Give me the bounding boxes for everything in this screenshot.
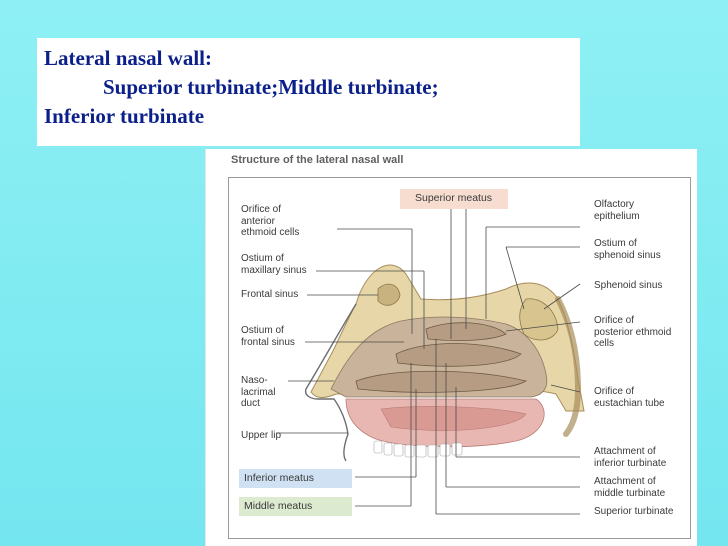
middle-meatus-box: Middle meatus — [239, 497, 352, 516]
figure-title: Structure of the lateral nasal wall — [231, 154, 404, 166]
superior-turbinate-shape — [425, 322, 507, 341]
teeth — [373, 440, 463, 458]
nose-outline — [304, 303, 357, 462]
inferior-meatus-box: Inferior meatus — [239, 469, 352, 488]
lateral-nasal-wall-illustration — [277, 207, 585, 515]
figure-frame — [228, 177, 691, 539]
tongue-shape — [380, 406, 527, 431]
label-frontal-sinus: Frontal sinus — [241, 289, 299, 300]
label-nasolacrimal-duct: Naso- lacrimal duct — [241, 375, 276, 409]
title-line-2: Superior turbinate;Middle turbinate; — [103, 75, 439, 99]
label-attachment-inferior: Attachment of inferior turbinate — [594, 446, 667, 469]
label-olfactory-epithelium: Olfactory epithelium — [594, 199, 640, 222]
label-ostium-frontal: Ostium of frontal sinus — [241, 325, 295, 348]
label-ostium-maxillary: Ostium of maxillary sinus — [241, 253, 307, 276]
leader-lines — [277, 207, 581, 515]
label-orifice-eustachian: Orifice of eustachian tube — [594, 386, 665, 409]
frontal-sinus-shape — [377, 283, 401, 306]
title-line-3: Inferior turbinate — [44, 104, 205, 128]
pharynx-wall — [555, 296, 582, 437]
slide-title-box: Lateral nasal wall: Superior turbinate;M… — [37, 38, 580, 146]
inferior-turbinate-shape — [355, 370, 528, 393]
label-ostium-sphenoid: Ostium of sphenoid sinus — [594, 238, 661, 261]
label-orifice-anterior-ethmoid: Orifice of anterior ethmoid cells — [241, 204, 300, 238]
label-attachment-middle: Attachment of middle turbinate — [594, 476, 666, 499]
label-upper-lip: Upper lip — [241, 430, 282, 441]
middle-turbinate-shape — [395, 343, 522, 367]
anatomy-figure: Structure of the lateral nasal wall — [205, 149, 697, 546]
sphenoid-sinus-shape — [519, 298, 559, 341]
label-orifice-posterior-ethmoid: Orifice of posterior ethmoid cells — [594, 315, 672, 349]
title-line-1: Lateral nasal wall: — [44, 46, 212, 70]
label-superior-turbinate: Superior turbinate — [594, 506, 674, 517]
label-sphenoid-sinus: Sphenoid sinus — [594, 280, 663, 291]
superior-meatus-box: Superior meatus — [400, 189, 508, 209]
